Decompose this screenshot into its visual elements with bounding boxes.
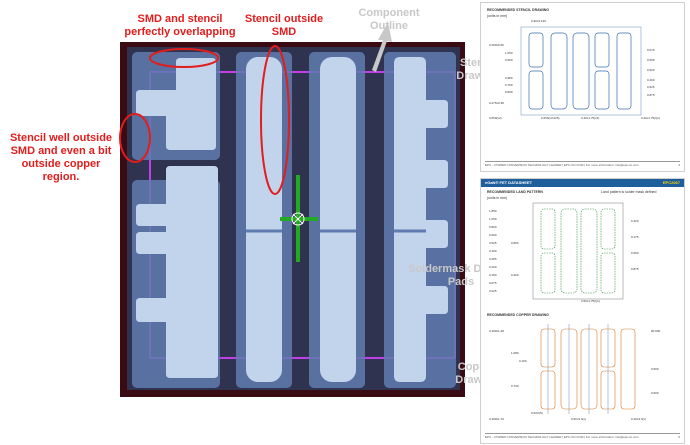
smd-pad-column-4-comb <box>394 57 448 382</box>
datasheet-page-stencil: RECOMMENDED STENCIL DRAWING (units in mm… <box>480 2 685 172</box>
annotation-stencil-well: Stencil well outside SMD and even a bit … <box>9 132 113 183</box>
annotation-smd-overlap: SMD and stencil perfectly overlapping <box>124 13 236 38</box>
highlight-smd-overlap <box>149 48 219 68</box>
arrow-component-outline <box>372 22 392 72</box>
origin-marker-icon <box>291 212 305 226</box>
smd-pad-bottom-left-comb <box>136 166 218 378</box>
sheet2-footer: EPC – POWER CONVERSION TECHNOLOGY LEADER… <box>485 433 680 439</box>
land-pattern-figure <box>532 202 636 414</box>
smd-pad-column-2 <box>246 57 282 382</box>
smd-pad-top-left-l-shape <box>136 58 216 150</box>
datasheet-header: eGaN® FET DATASHEET EPC2067 <box>481 179 684 187</box>
datasheet-page-land-pattern: eGaN® FET DATASHEET EPC2067 RECOMMENDED … <box>480 178 685 444</box>
annotation-stencil-outside: Stencil outside SMD <box>244 13 324 38</box>
highlight-stencil-well <box>119 113 151 163</box>
sheet1-footer: EPC – POWER CONVERSION TECHNOLOGY LEADER… <box>485 161 680 167</box>
highlight-stencil-outside <box>260 45 290 195</box>
stencil-drawing-figure <box>520 26 642 116</box>
annotation-component-outline: Component Outline <box>358 7 420 32</box>
highlight-ellipses <box>119 45 290 195</box>
smd-pad-column-3 <box>320 57 356 382</box>
smd-pads <box>136 57 448 382</box>
